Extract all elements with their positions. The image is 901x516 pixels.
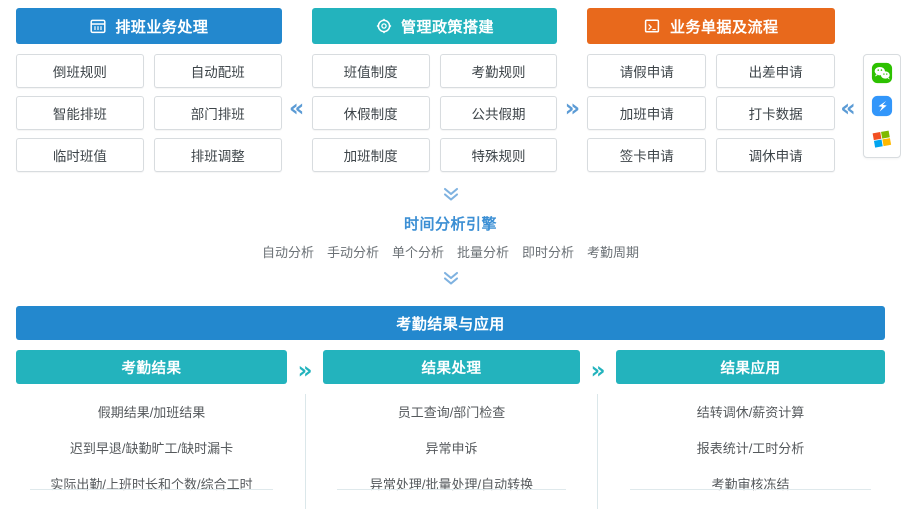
engine-tag: 单个分析 — [391, 245, 444, 260]
column-underline — [30, 489, 273, 490]
module-cell[interactable]: 排班调整 — [153, 138, 282, 172]
module-cell[interactable]: 休假制度 — [311, 96, 430, 130]
results-item-list: 员工查询/部门检查 异常申诉 异常处理/批量处理/自动转换 — [323, 402, 580, 493]
module-cell[interactable]: 自动配班 — [153, 54, 282, 88]
results-column-attendance: 考勤结果 假期结果/加班结果 迟到早退/缺勤旷工/缺时漏卡 实际出勤/上班时长和… — [16, 350, 287, 493]
engine-tag: 自动分析 — [261, 245, 314, 260]
module-cell-grid: 请假申请 出差申请 加班申请 打卡数据 签卡申请 调休申请 — [587, 54, 836, 172]
results-item: 员工查询/部门检查 — [397, 405, 506, 420]
windows-icon[interactable] — [871, 128, 893, 150]
module-column-documents: 业务单据及流程 请假申请 出差申请 加班申请 打卡数据 签卡申请 调休申请 — [587, 8, 836, 172]
module-cell[interactable]: 加班申请 — [587, 96, 707, 130]
module-cell[interactable]: 请假申请 — [587, 54, 707, 88]
engine-tag: 手动分析 — [326, 245, 379, 260]
results-item: 报表统计/工时分析 — [696, 441, 805, 456]
wechat-icon[interactable] — [871, 62, 893, 84]
column-divider-left — [305, 394, 306, 509]
results-header: 考勤结果 — [16, 350, 287, 384]
results-item: 异常处理/批量处理/自动转换 — [369, 477, 534, 492]
module-header-label: 管理政策搭建 — [401, 18, 495, 36]
module-header-documents: 业务单据及流程 — [587, 8, 836, 44]
results-header: 结果应用 — [616, 350, 885, 384]
results-columns-row: 考勤结果 假期结果/加班结果 迟到早退/缺勤旷工/缺时漏卡 实际出勤/上班时长和… — [16, 350, 885, 510]
results-banner: 考勤结果与应用 — [16, 306, 885, 340]
chevron-down-icon-bottom — [0, 270, 901, 288]
module-cell[interactable]: 倒班规则 — [16, 54, 144, 88]
results-column-processing: 结果处理 员工查询/部门检查 异常申诉 异常处理/批量处理/自动转换 — [305, 350, 598, 509]
module-cell[interactable]: 特殊规则 — [439, 138, 558, 172]
engine-tag: 批量分析 — [457, 245, 510, 260]
chevron-right-icon-1: » — [564, 94, 581, 122]
module-cell[interactable]: 公共假期 — [439, 96, 558, 130]
chevron-left-icon-1: « — [288, 94, 305, 122]
column-divider-right — [597, 394, 598, 509]
top-modules-row: 排班业务处理 倒班规则 自动配班 智能排班 部门排班 临时班值 排班调整 « — [0, 8, 901, 180]
integration-app-panel — [863, 54, 901, 158]
module-header-label: 业务单据及流程 — [669, 18, 779, 36]
gear-icon — [375, 18, 392, 35]
column-underline — [337, 489, 566, 490]
column-underline — [630, 489, 871, 490]
module-header-label: 排班业务处理 — [115, 18, 209, 36]
results-item: 实际出勤/上班时长和个数/综合工时 — [50, 477, 253, 492]
module-cell[interactable]: 调休申请 — [716, 138, 836, 172]
module-cell[interactable]: 签卡申请 — [587, 138, 707, 172]
module-cell-grid: 倒班规则 自动配班 智能排班 部门排班 临时班值 排班调整 — [16, 54, 282, 172]
results-item-list: 结转调休/薪资计算 报表统计/工时分析 考勤审核冻结 — [616, 402, 885, 493]
calendar-icon — [89, 18, 106, 35]
module-cell[interactable]: 智能排班 — [16, 96, 144, 130]
module-cell[interactable]: 出差申请 — [716, 54, 836, 88]
module-cell[interactable]: 班值制度 — [311, 54, 430, 88]
dingtalk-icon[interactable] — [871, 95, 893, 117]
results-column-application: 结果应用 结转调休/薪资计算 报表统计/工时分析 考勤审核冻结 — [616, 350, 885, 493]
results-item-list: 假期结果/加班结果 迟到早退/缺勤旷工/缺时漏卡 实际出勤/上班时长和个数/综合… — [16, 402, 287, 493]
module-column-policy: 管理政策搭建 班值制度 考勤规则 休假制度 公共假期 加班制度 特殊规则 — [311, 8, 558, 172]
chevron-left-icon-2: « — [840, 94, 856, 122]
module-column-scheduling: 排班业务处理 倒班规则 自动配班 智能排班 部门排班 临时班值 排班调整 — [16, 8, 282, 172]
module-cell[interactable]: 部门排班 — [153, 96, 282, 130]
results-item: 考勤审核冻结 — [711, 477, 790, 492]
engine-title: 时间分析引擎 — [403, 216, 497, 233]
module-header-scheduling: 排班业务处理 — [16, 8, 282, 44]
results-item: 假期结果/加班结果 — [97, 405, 206, 420]
module-cell-grid: 班值制度 考勤规则 休假制度 公共假期 加班制度 特殊规则 — [311, 54, 558, 172]
analysis-engine-section: 时间分析引擎 自动分析 手动分析 单个分析 批量分析 即时分析 考勤周期 — [0, 186, 901, 288]
results-header: 结果处理 — [323, 350, 580, 384]
results-item: 结转调休/薪资计算 — [696, 405, 805, 420]
chevron-right-icon-2: » — [297, 358, 313, 384]
module-cell[interactable]: 考勤规则 — [439, 54, 558, 88]
results-item: 异常申诉 — [425, 441, 478, 456]
document-icon — [644, 18, 661, 35]
module-header-policy: 管理政策搭建 — [311, 8, 558, 44]
results-item: 迟到早退/缺勤旷工/缺时漏卡 — [69, 441, 234, 456]
module-cell[interactable]: 加班制度 — [311, 138, 430, 172]
module-cell[interactable]: 打卡数据 — [716, 96, 836, 130]
chevron-right-icon-3: » — [590, 358, 606, 384]
module-cell[interactable]: 临时班值 — [16, 138, 144, 172]
engine-tag-list: 自动分析 手动分析 单个分析 批量分析 即时分析 考勤周期 — [0, 242, 901, 261]
engine-tag: 考勤周期 — [587, 245, 640, 260]
engine-tag: 即时分析 — [522, 245, 575, 260]
chevron-down-icon-top — [0, 186, 901, 204]
